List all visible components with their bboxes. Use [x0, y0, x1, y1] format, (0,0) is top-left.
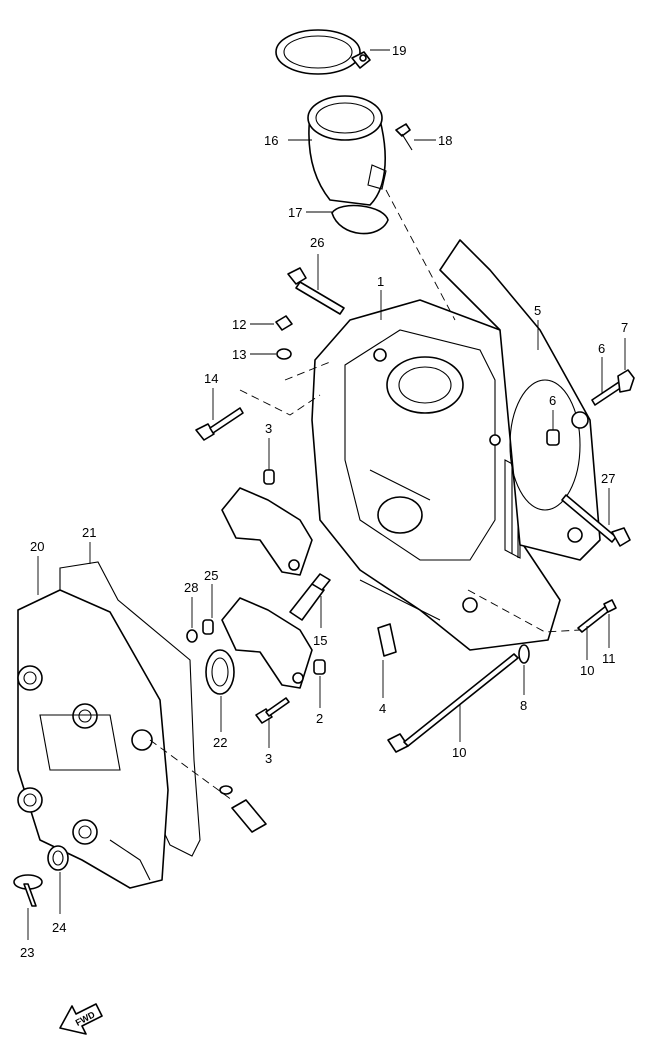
callout-24: 23: [20, 945, 34, 960]
alignment-dashed-lines: [149, 189, 581, 801]
spark-plug: [289, 573, 331, 621]
cover-cap: [219, 785, 267, 833]
head-bolt-side: [561, 494, 631, 547]
callout-2: 2: [316, 711, 323, 726]
camshaft-holder-upper: [221, 469, 313, 576]
cylinder-head: [311, 299, 561, 651]
callout-21: 20: [30, 539, 44, 554]
callout-29: 28: [184, 580, 198, 595]
callout-9: 8: [520, 698, 527, 713]
callout-25: 24: [52, 920, 66, 935]
callout-11: 10: [580, 663, 594, 678]
callout-5: 5: [534, 303, 541, 318]
seal-washer: [186, 629, 198, 643]
callout-27: 26: [310, 235, 324, 250]
intake-screw: [395, 123, 413, 151]
intake-o-ring: [331, 204, 389, 235]
callout-6: 6: [549, 393, 556, 408]
callout-12: 11: [602, 651, 616, 666]
callout-16: 15: [313, 633, 327, 648]
callout-labels: 19 16 18 17 26 1 5 7 12 6 13 14 6 3 27 2…: [20, 43, 628, 960]
callout-18: 17: [288, 205, 302, 220]
intake-pipe: [307, 95, 387, 206]
small-washer: [276, 348, 292, 360]
callout-3a: 3: [265, 421, 272, 436]
dowel-pin-small: [313, 659, 326, 675]
dowel-pin-lower: [377, 623, 397, 657]
long-through-bolt: [387, 653, 519, 753]
callout-23: 22: [213, 735, 227, 750]
callout-14: 13: [232, 347, 246, 362]
callout-10: 10: [452, 745, 466, 760]
oil-seal: [205, 649, 235, 695]
cover-bolt: [13, 874, 43, 907]
cap-nut: [617, 369, 635, 393]
callout-7: 6: [598, 341, 605, 356]
callout-19: 18: [438, 133, 452, 148]
callout-22: 21: [82, 525, 96, 540]
through-bolt-washer: [518, 644, 530, 664]
camshaft-holder-lower: [221, 597, 313, 724]
side-bolt-short: [577, 605, 611, 633]
head-bolt-long: [287, 267, 345, 315]
callout-17: 16: [264, 133, 278, 148]
cylinder-head-cover: [17, 589, 169, 889]
callout-8: 7: [621, 320, 628, 335]
callout-1: 1: [377, 274, 384, 289]
callout-28: 27: [601, 471, 615, 486]
seal-pin: [202, 619, 214, 635]
callout-20: 19: [392, 43, 406, 58]
cover-grommet: [47, 845, 69, 871]
callout-4: 4: [379, 701, 386, 716]
callout-26: 25: [204, 568, 218, 583]
dowel-pin-upper: [546, 429, 560, 446]
callout-3b: 3: [265, 751, 272, 766]
cylinder-head-gasket: [439, 239, 601, 561]
head-bolt-front: [195, 407, 244, 441]
leader-lines: [27, 49, 626, 940]
forward-arrow-icon: FWD: [59, 1003, 103, 1035]
callout-13: 12: [232, 317, 246, 332]
callout-15: 14: [204, 371, 218, 386]
small-bolt: [275, 315, 293, 331]
intake-clamp: [275, 29, 371, 75]
side-washer: [603, 599, 617, 613]
